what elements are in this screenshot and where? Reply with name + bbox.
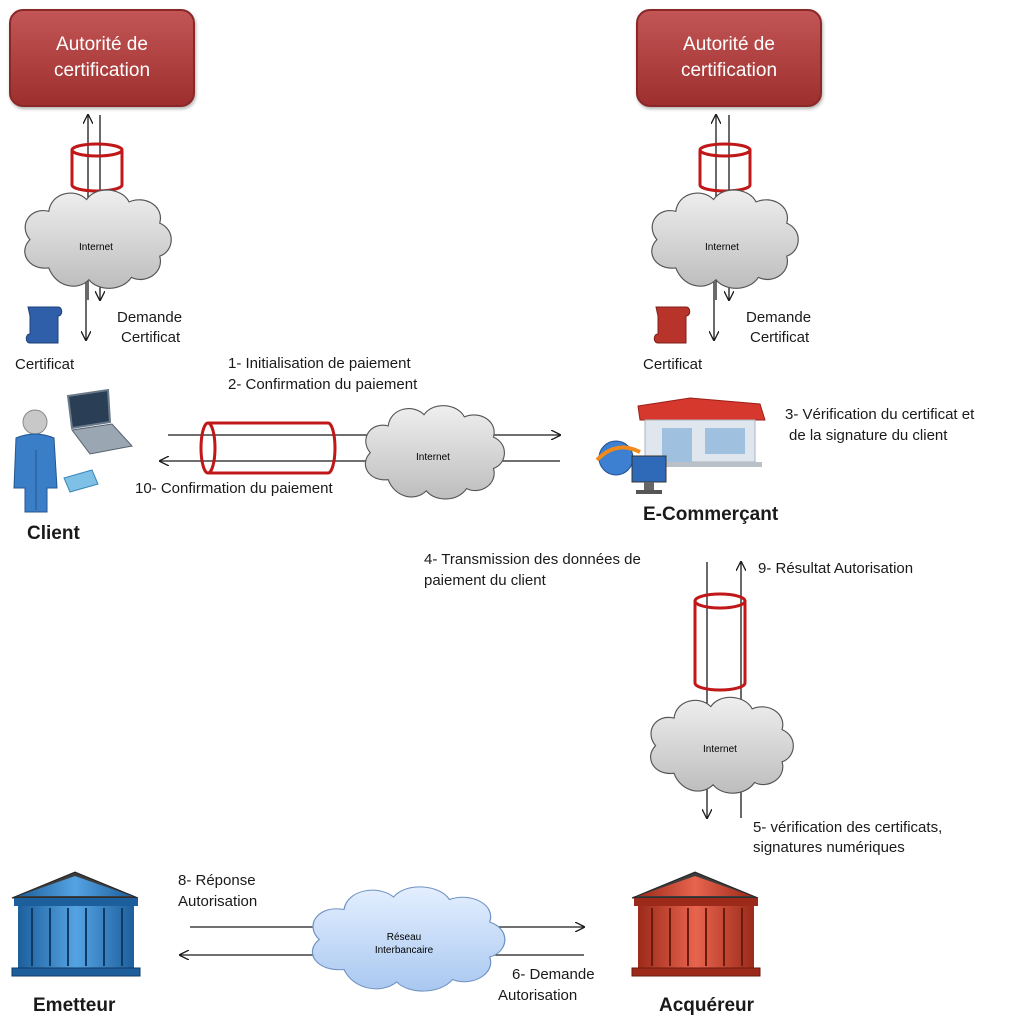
actor-issuer: Emetteur [33,995,116,1016]
client-person-icon [13,409,58,513]
label-certificat-left: Certificat [15,356,75,373]
label-step-6-line1: 6- Demande [512,966,595,983]
label-demande-left-1: Demande [117,309,183,326]
monitor-icon [631,455,667,494]
certificate-icon-right [653,306,691,344]
cloud-left [24,189,172,289]
laptop-icon [66,388,133,455]
tunnel-client-merchant [199,421,337,475]
ca-box-right: Autorité de certification [636,9,822,107]
label-step-6-line2: Autorisation [498,987,578,1004]
credit-card-icon [63,469,99,493]
cloud-bank-label-2: Interbancaire [375,945,434,956]
ca-left-line1: Autorité de [56,34,148,55]
label-step-8-line2: Autorisation [178,893,258,910]
label-step-3-line2: de la signature du client [789,427,948,444]
actor-acquirer: Acquéreur [659,995,755,1016]
cloud-center-label: Internet [416,452,450,463]
label-certificat-right: Certificat [643,356,703,373]
label-step-8-line1: 8- Réponse [178,872,256,889]
globe-icon [595,440,641,476]
tunnel-ca-right [698,142,752,193]
acquirer-bank-icon [631,871,761,977]
label-step-9: 9- Résultat Autorisation [758,560,914,577]
ca-left-chain: Internet [24,115,172,340]
cloud-right [651,189,799,289]
label-step-2: 2- Confirmation du paiement [228,376,418,393]
tunnel-merchant-acquirer [693,592,747,692]
ca-right-chain: Internet [651,115,799,340]
certificate-icon-left [25,306,63,344]
label-step-10: 10- Confirmation du paiement [135,480,333,497]
ca-right-line2: certification [680,60,778,81]
tunnel-ca-left [70,142,124,193]
label-demande-left-2: Certificat [121,329,181,346]
label-step-1: 1- Initialisation de paiement [228,355,411,372]
actor-merchant: E-Commerçant [643,504,779,525]
label-demande-right-1: Demande [746,309,812,326]
client-merchant-link: Internet [160,405,560,500]
label-step-4-line2: paiement du client [424,572,546,589]
cloud-lower-label: Internet [703,744,737,755]
merchant-acquirer-link: Internet [650,562,794,818]
label-step-5-line1: 5- vérification des certificats, [753,819,943,836]
issuer-bank-icon [11,871,141,977]
ca-right-line1: Autorité de [683,34,775,55]
label-step-5-line2: signatures numériques [753,839,905,856]
ca-box-left: Autorité de certification [9,9,195,107]
label-demande-right-2: Certificat [750,329,810,346]
label-step-3-line1: 3- Vérification du certificat et [785,406,975,423]
cloud-left-label: Internet [79,242,113,253]
ca-left-line2: certification [53,60,151,81]
cloud-bank-label-1: Réseau [387,932,421,943]
actor-client: Client [27,523,80,544]
cloud-right-label: Internet [705,242,739,253]
label-step-4-line1: 4- Transmission des données de [424,551,641,568]
merchant-store-icon [637,397,766,467]
issuer-acquirer-link: Réseau Interbancaire [180,886,584,992]
